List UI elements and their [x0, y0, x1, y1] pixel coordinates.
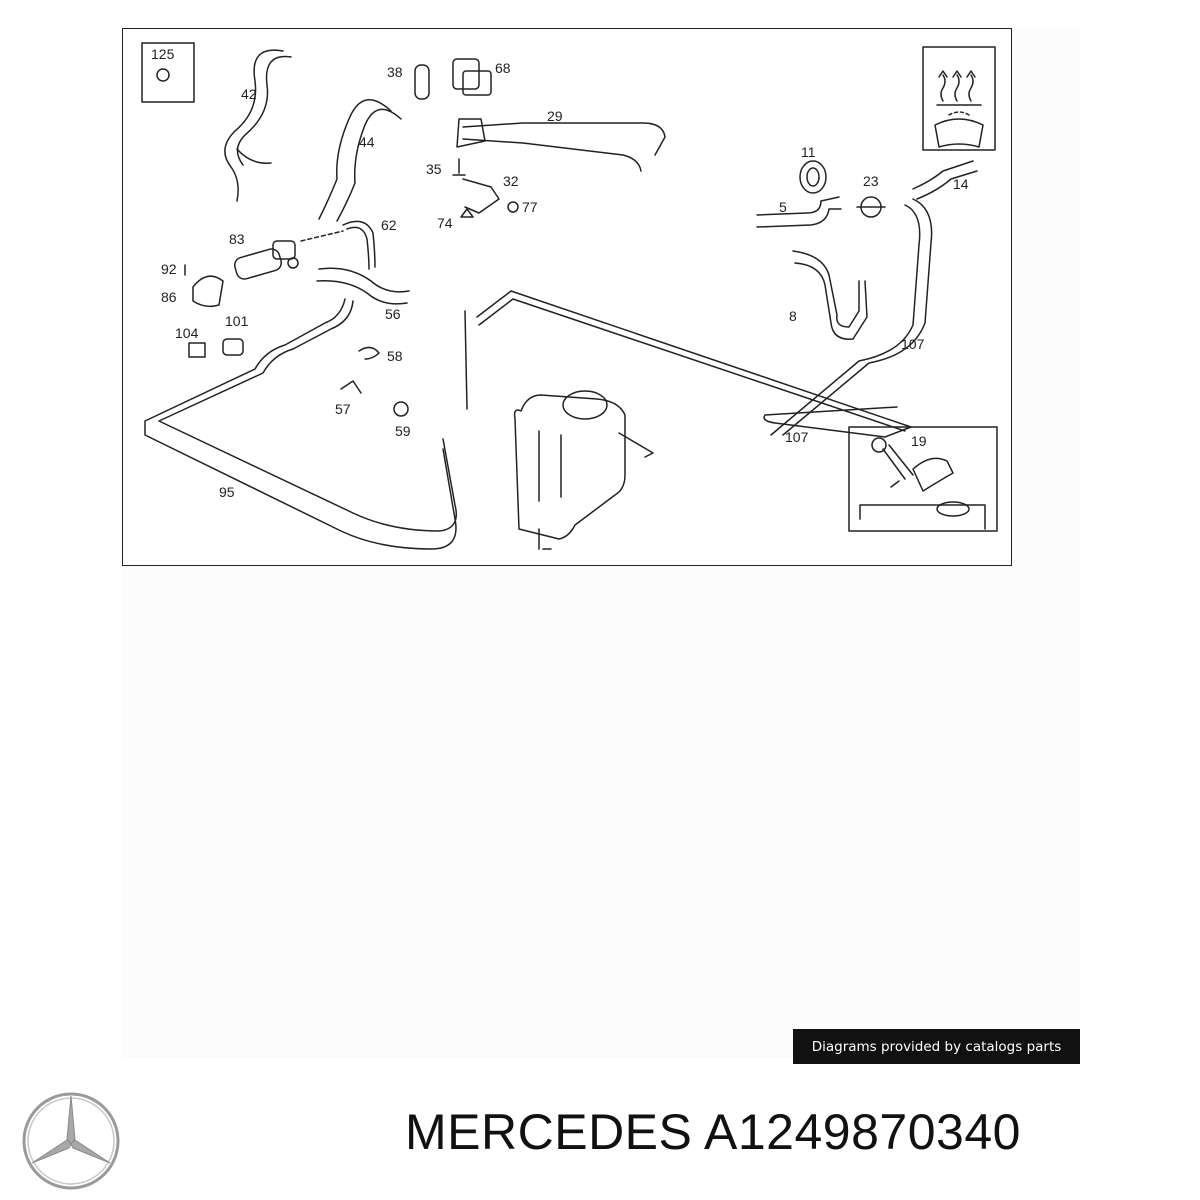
clip-part: [156, 68, 170, 82]
hose-14: [912, 160, 974, 190]
callout-101: 101: [225, 313, 249, 329]
callout-14: 14: [953, 176, 969, 192]
diagram-credit-banner: Diagrams provided by catalogs parts: [793, 1029, 1080, 1064]
hose-5: [756, 196, 840, 216]
callout-74: 74: [437, 215, 453, 231]
callout-23: 23: [863, 173, 879, 189]
heater-defrost-icon: [934, 70, 984, 148]
hose-107: [770, 204, 921, 436]
callout-35: 35: [426, 161, 442, 177]
callout-32: 32: [503, 173, 519, 189]
gasket-ring: [936, 501, 970, 517]
brand-name: MERCEDES: [405, 1104, 693, 1160]
callout-77: 77: [522, 199, 538, 215]
callout-56: 56: [385, 306, 401, 322]
clip-58: [358, 346, 380, 360]
expansion-tank: [513, 390, 654, 550]
mount-86: [192, 275, 224, 308]
bracket-57: [340, 380, 362, 394]
heater-icon-box: [922, 46, 996, 151]
callout-86: 86: [161, 289, 177, 305]
valve-68: [452, 58, 480, 90]
line-95: [144, 298, 457, 550]
pump-83: [234, 240, 299, 280]
callout-8: 8: [789, 308, 797, 324]
part-number: A1249870340: [704, 1104, 1021, 1160]
clamp-101: [222, 338, 244, 356]
callout-107-upper: 107: [901, 336, 925, 352]
bolt-59: [393, 401, 409, 417]
clamp-11: [799, 160, 827, 194]
callout-107-lower: 107: [785, 429, 809, 445]
callout-19: 19: [911, 433, 927, 449]
parts-diagram: 125 42 38 68 44 29 35 32 74 77 62 83 92 …: [141, 42, 998, 550]
callout-92: 92: [161, 261, 177, 277]
hose-62: [346, 226, 370, 270]
hose-56: [318, 267, 410, 293]
parts-diagram-frame: 125 42 38 68 44 29 35 32 74 77 62 83 92 …: [122, 28, 1012, 566]
gasket-line: [859, 504, 986, 530]
callout-83: 83: [229, 231, 245, 247]
callout-11: 11: [801, 144, 816, 160]
bracket-32: [462, 178, 500, 214]
callout-58: 58: [387, 348, 403, 364]
callout-42: 42: [241, 86, 257, 102]
line-107: [476, 290, 912, 438]
thermostat-part: [871, 437, 954, 492]
callout-44: 44: [359, 134, 375, 150]
callout-29: 29: [547, 108, 563, 124]
pipe-29: [462, 122, 666, 156]
grommet-38: [414, 64, 430, 100]
inset-box-clip: [141, 42, 195, 103]
callout-38: 38: [387, 64, 403, 80]
inset-box-thermostat: [848, 426, 998, 532]
nut-77: [507, 201, 519, 213]
callout-125: 125: [151, 46, 175, 62]
callout-59: 59: [395, 423, 411, 439]
hose-44: [318, 98, 392, 220]
hose-8: [792, 250, 860, 328]
callout-104: 104: [175, 325, 199, 341]
callout-95: 95: [219, 484, 235, 500]
grommet-74: [460, 208, 474, 218]
callout-57: 57: [335, 401, 351, 417]
hose-42: [224, 49, 284, 202]
callout-62: 62: [381, 217, 397, 233]
callout-68: 68: [495, 60, 511, 76]
callout-5: 5: [779, 199, 787, 215]
sensor-35: [452, 158, 466, 176]
mercedes-star-logo: [22, 1092, 120, 1190]
clamp-104: [188, 342, 206, 358]
part-title: MERCEDES A1249870340: [405, 1107, 1021, 1157]
connector-23: [856, 196, 886, 218]
